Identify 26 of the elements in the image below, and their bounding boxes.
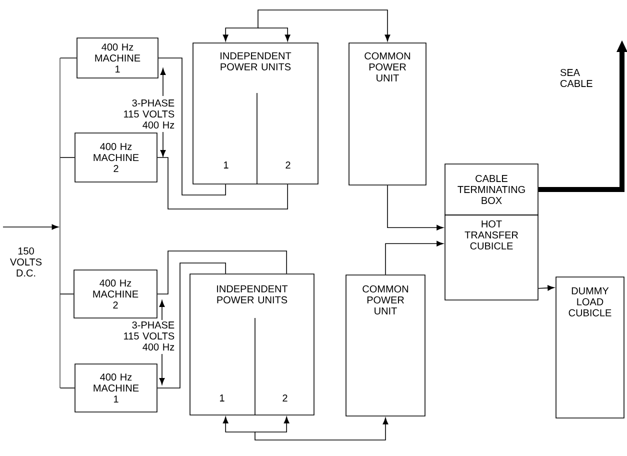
cubicle-box: DUMMY LOAD CUBICLE bbox=[556, 276, 624, 418]
terminating-box: CABLE TERMINATING BOX bbox=[444, 164, 538, 216]
label-text: 150 VOLTS D.C. bbox=[10, 247, 42, 277]
power-unit-box: INDEPENDENT POWER UNITS 1 2 bbox=[192, 42, 318, 184]
connector bbox=[158, 58, 226, 196]
machine-box: 400 Hz MACHINE 2 bbox=[74, 270, 158, 318]
label-text: 3-PHASE 115 VOLTS 400 Hz bbox=[124, 99, 174, 129]
connector bbox=[538, 285, 554, 291]
connector bbox=[157, 262, 226, 388]
machine-box: 400 Hz MACHINE 2 bbox=[74, 132, 158, 182]
connector bbox=[385, 240, 444, 275]
power-unit-box: COMMON POWER UNIT bbox=[346, 274, 426, 416]
cubicle-box: HOT TRANSFER CUBICLE bbox=[444, 214, 538, 300]
connector bbox=[222, 10, 390, 42]
label-text: 3-PHASE 115 VOLTS 400 Hz bbox=[124, 321, 174, 351]
connector bbox=[60, 157, 75, 158]
power-unit-box: COMMON POWER UNIT bbox=[348, 42, 426, 186]
connector bbox=[157, 157, 288, 210]
machine-box: 400 Hz MACHINE 1 bbox=[74, 364, 158, 412]
connector bbox=[157, 250, 287, 294]
power-unit-box: INDEPENDENT POWER UNITS 1 2 bbox=[190, 274, 314, 416]
connector bbox=[222, 416, 388, 440]
connector bbox=[387, 185, 444, 230]
machine-box: 400 Hz MACHINE 1 bbox=[76, 38, 158, 78]
label-text: SEA CABLE bbox=[560, 68, 592, 88]
connector bbox=[2, 224, 59, 230]
